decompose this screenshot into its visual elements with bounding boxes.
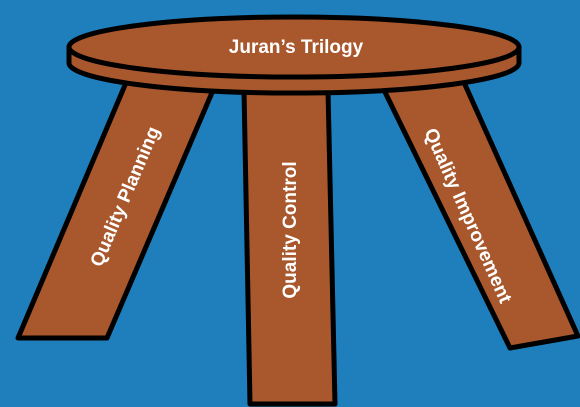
diagram-title: Juran’s Trilogy — [229, 37, 364, 58]
right-leg — [383, 78, 578, 348]
center-leg-label: Quality Control — [280, 161, 301, 298]
